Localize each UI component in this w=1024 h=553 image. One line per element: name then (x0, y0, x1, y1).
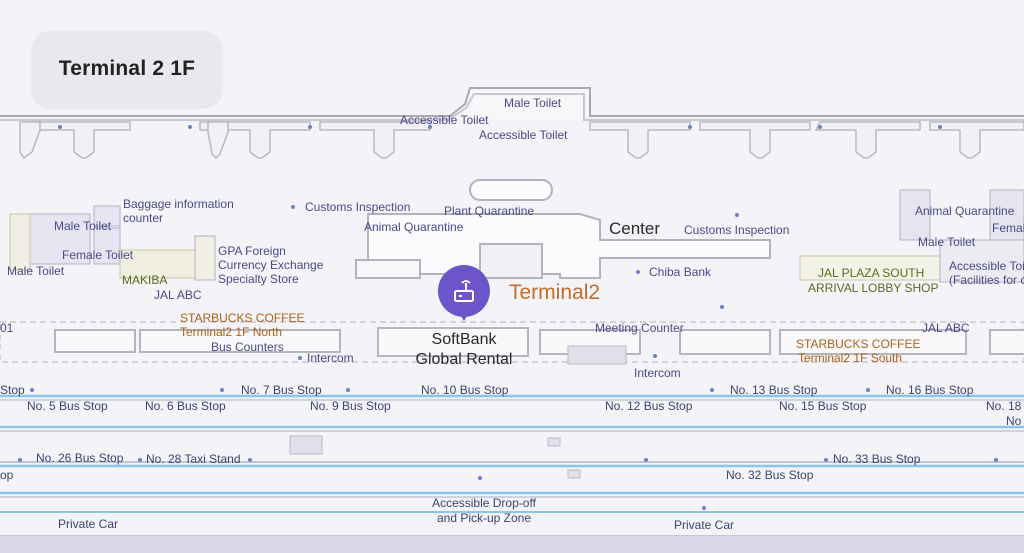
arrival-lobby (0, 321, 1024, 363)
starbucks-north-label-2[interactable]: Terminal2 1F North (180, 325, 283, 339)
center-label: Center (609, 219, 661, 238)
accessible-toilet-label[interactable]: Accessible Toilet (400, 113, 489, 127)
jal-abc-label[interactable]: JAL ABC (922, 321, 970, 335)
meeting-counter-label[interactable]: Meeting Counter (595, 321, 684, 335)
bus-stop-label[interactable]: Stop (0, 383, 25, 397)
bus-stop-label[interactable]: No. 18 (986, 399, 1022, 413)
jal-plaza-label-2[interactable]: ARRIVAL LOBBY SHOP (808, 281, 939, 295)
bus-stop-label[interactable]: No. 26 Bus Stop (36, 451, 124, 465)
bus-stop-label[interactable]: No. 32 Bus Stop (726, 468, 814, 482)
female-toilet-label[interactable]: Femal (992, 221, 1024, 235)
private-car-label[interactable]: Private Car (674, 518, 735, 532)
floor-label: Terminal 2 1F (58, 57, 196, 80)
chiba-bank-label[interactable]: Chiba Bank (649, 265, 712, 279)
female-toilet-label[interactable]: Female Toilet (62, 248, 134, 262)
makiba-label[interactable]: MAKIBA (122, 273, 168, 287)
dropoff-zone-label-2[interactable]: and Pick-up Zone (436, 511, 532, 525)
bus-stop-label[interactable]: No. 7 Bus Stop (241, 383, 322, 397)
floor-selector[interactable]: Terminal 2 1F (32, 31, 222, 107)
plant-quarantine-label[interactable]: Plant Quarantine (444, 204, 535, 218)
bus-stop-label[interactable]: No. 15 Bus Stop (779, 399, 867, 413)
jal-abc-label[interactable]: JAL ABC (154, 288, 202, 302)
left-rooms (9, 205, 216, 281)
customs-inspection-label[interactable]: Customs Inspection (684, 223, 790, 237)
router-icon (437, 265, 490, 321)
bus-stop-label[interactable]: No. 9 Bus Stop (310, 399, 391, 413)
bus-stop-label[interactable]: No. 33 Bus Stop (833, 452, 921, 466)
male-toilet-label[interactable]: Male Toilet (54, 219, 112, 233)
bus-counters-label[interactable]: Bus Counters (211, 340, 284, 354)
bottom-band (0, 536, 1024, 553)
accessible-toilet-label[interactable]: Accessible Toilet (479, 128, 568, 142)
selected-location-pin[interactable] (436, 263, 492, 325)
right-rooms (799, 189, 1024, 283)
bus-stop-label[interactable]: No (1006, 414, 1022, 428)
poi-name-line1: SoftBank (431, 331, 497, 348)
animal-quarantine-label[interactable]: Animal Quarantine (364, 220, 464, 234)
dropoff-zone-label[interactable]: Accessible Drop-off (432, 496, 536, 510)
bus-stop-label[interactable]: No. 12 Bus Stop (605, 399, 693, 413)
male-toilet-label[interactable]: Male Toilet (918, 235, 976, 249)
intercom-label[interactable]: Intercom (307, 351, 354, 365)
accessible-toilet-label-2[interactable]: (Facilities for c (949, 273, 1024, 287)
male-toilet-label[interactable]: Male Toilet (7, 264, 65, 278)
customs-inspection-label[interactable]: Customs Inspection (305, 200, 411, 214)
baggage-info-label[interactable]: Baggage information (123, 197, 234, 211)
starbucks-south-label-2[interactable]: Terminal2 1F South (798, 351, 903, 365)
starbucks-north-label[interactable]: STARBUCKS COFFEE (180, 311, 305, 325)
bus-stop-label[interactable]: op (0, 468, 14, 482)
bus-stop-label[interactable]: No. 6 Bus Stop (145, 399, 226, 413)
edge-number-label: 01 (0, 321, 14, 335)
intercom-label[interactable]: Intercom (634, 366, 681, 380)
roads (0, 394, 1024, 537)
gpa-currency-exchange-label[interactable]: GPA Foreign (218, 244, 286, 258)
male-toilet-label[interactable]: Male Toilet (504, 96, 562, 110)
animal-quarantine-label[interactable]: Animal Quarantine (915, 204, 1015, 218)
jal-plaza-label[interactable]: JAL PLAZA SOUTH (818, 266, 925, 280)
accessible-toilet-label[interactable]: Accessible Toi (949, 259, 1024, 273)
gpa-currency-exchange-label-3[interactable]: Specialty Store (218, 272, 299, 286)
baggage-info-label-2[interactable]: counter (123, 211, 164, 225)
starbucks-south-label[interactable]: STARBUCKS COFFEE (796, 337, 921, 351)
poi-dots (18, 125, 998, 510)
taxi-stand-label[interactable]: No. 28 Taxi Stand (146, 452, 241, 466)
bus-stop-label[interactable]: No. 10 Bus Stop (421, 383, 509, 397)
private-car-label[interactable]: Private Car (58, 517, 119, 531)
selected-poi-label[interactable]: SoftBank Global Rental (404, 330, 524, 370)
bus-stop-label[interactable]: No. 13 Bus Stop (730, 383, 818, 397)
bus-stop-label[interactable]: No. 5 Bus Stop (27, 399, 108, 413)
bus-stop-label[interactable]: No. 16 Bus Stop (886, 383, 974, 397)
center-hall (355, 179, 771, 279)
terminal-building (0, 87, 1024, 121)
poi-name-line2: Global Rental (415, 351, 513, 368)
gpa-currency-exchange-label-2[interactable]: Currency Exchange (218, 258, 324, 272)
terminal-place-label[interactable]: Terminal2 (509, 281, 601, 304)
